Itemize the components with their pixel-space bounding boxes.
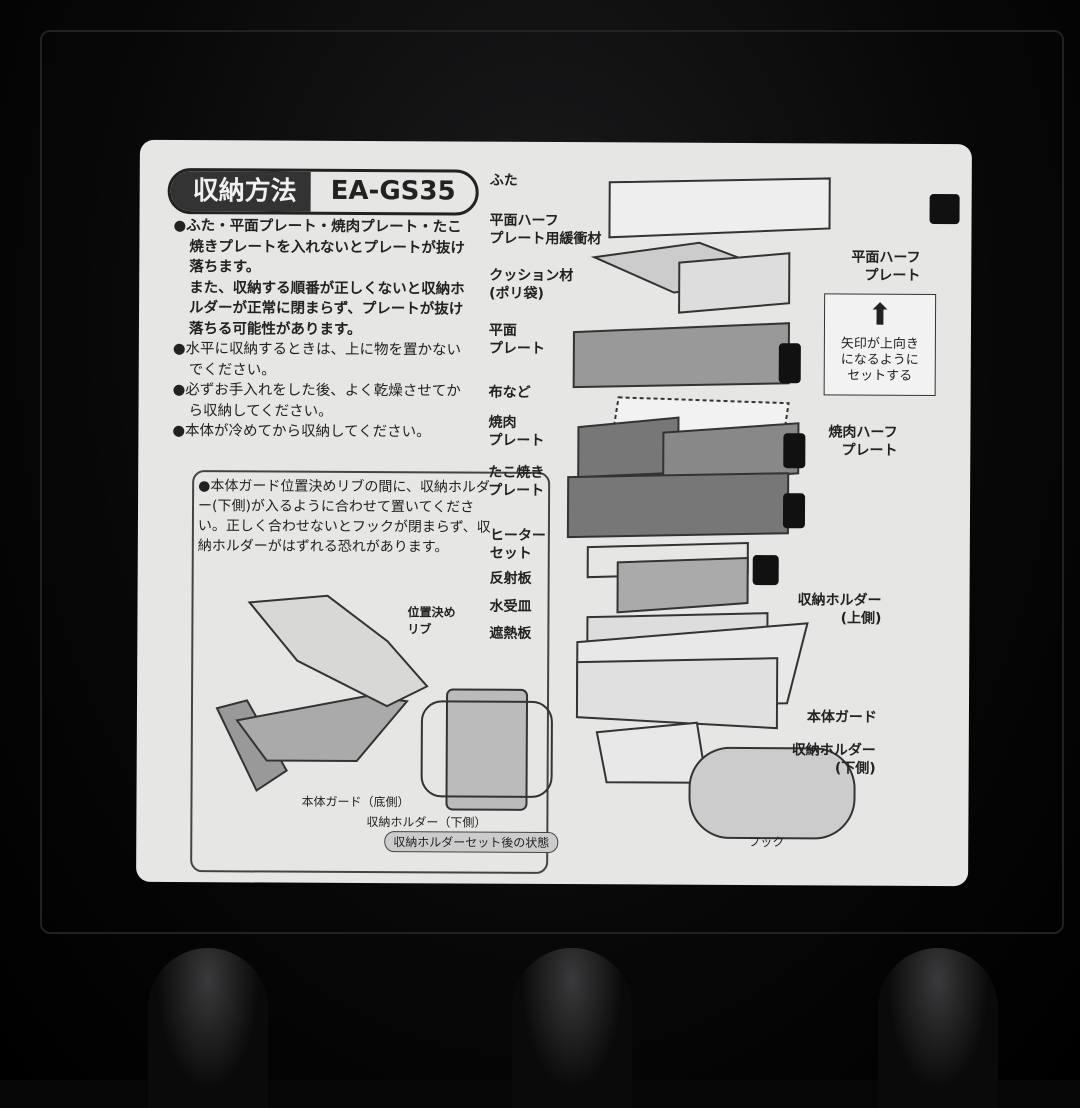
part-label: ふた [489, 172, 518, 189]
part-label: 遮熱板 [489, 625, 532, 642]
holder-lower [595, 721, 708, 784]
arrow-note-box: ⬆ 矢印が上向き になるように セットする [823, 293, 937, 396]
hook-detail [688, 746, 856, 840]
part-label: 平面ハーフ プレート用緩衝材 [489, 212, 602, 248]
product-lid-edge [40, 30, 1064, 934]
part-label: 焼肉ハーフ プレート [828, 424, 898, 459]
part-label: 平面ハーフ プレート [851, 249, 921, 284]
reflector [616, 556, 749, 614]
half-plate [678, 252, 791, 314]
part-label: 水受皿 [489, 598, 532, 615]
part-label: 布など [488, 384, 531, 401]
guard-bottom-label: 本体ガード（底側） [301, 794, 410, 810]
up-arrow-icon: ⬆ [867, 297, 893, 333]
flat-plate [572, 322, 791, 389]
knob [512, 948, 632, 1108]
part-label: クッション材 (ポリ袋) [489, 267, 574, 302]
part-label: 収納ホルダー (下側) [791, 742, 876, 777]
holder-tray [235, 695, 409, 762]
knob [878, 948, 998, 1108]
part-label: 収納ホルダー (上側) [797, 592, 882, 627]
part-label: 平面 プレート [488, 322, 545, 357]
part-label: 本体ガード [806, 709, 877, 726]
part-label: ヒーター セット [489, 527, 546, 562]
storage-instruction-label: 収納方法 EA-GS35 ●ふた・平面プレート・焼肉プレート・たこ焼きプレートを… [136, 139, 972, 887]
part-label: 反射板 [489, 570, 532, 587]
exploded-diagram [215, 177, 960, 840]
part-label: たこ焼き プレート [488, 464, 545, 499]
arrow-note: 矢印が上向き になるように セットする [840, 336, 919, 384]
state-caption: 収納ホルダーセット後の状態 [384, 831, 559, 854]
part-label: 焼肉 プレート [488, 414, 545, 449]
holder-top-view [445, 688, 529, 811]
takoyaki-plate [566, 472, 790, 539]
lid [608, 177, 831, 239]
knob [148, 948, 268, 1108]
holder-lower-label: 収納ホルダー（下側） [366, 815, 487, 830]
rib-label: 位置決め リブ [407, 605, 456, 637]
tilted-unit [247, 594, 429, 708]
part-label: フック [748, 835, 785, 850]
guard-end [215, 699, 288, 792]
body-guard [575, 657, 779, 730]
yakiniku-half-plate [662, 422, 800, 484]
